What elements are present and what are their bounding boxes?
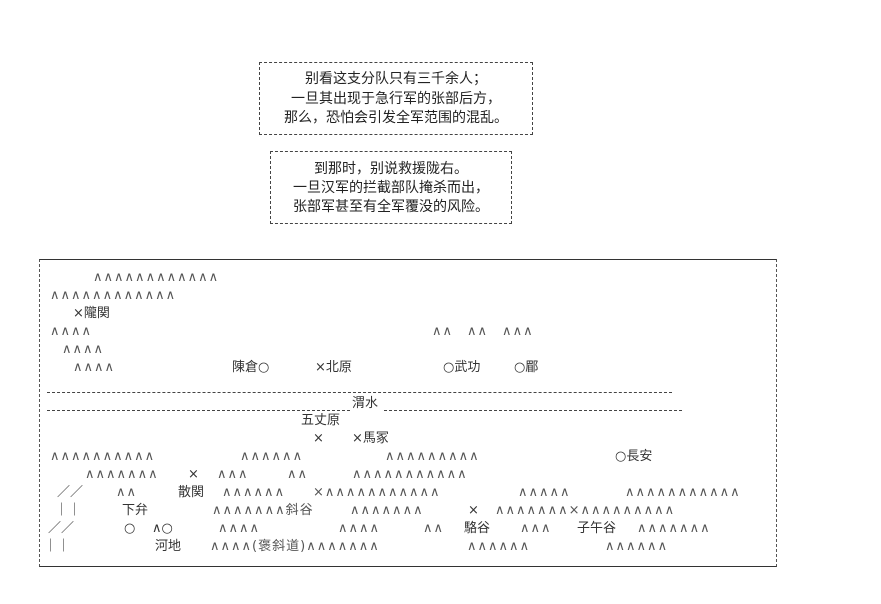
mountains: ∧∧∧∧∧∧∧∧∧∧∧ — [625, 485, 741, 500]
dialog-box-1: 别看这支分队只有三千余人； 一旦其出现于急行军的张部后方， 那么，恐怕会引发全军… — [259, 62, 533, 135]
dialog-line: 张部军甚至有全军覆没的风险。 — [293, 199, 489, 215]
label-xiegu: ∧∧∧∧∧∧∧斜谷 — [212, 503, 314, 518]
mountains: ∧∧ — [423, 521, 445, 536]
mountains: ∧∧∧∧∧∧∧ — [637, 521, 711, 536]
dialog-box-2: 到那时，别说救援陇右。 一旦汉军的拦截部队掩杀而出， 张部军甚至有全军覆没的风险… — [270, 151, 512, 224]
city-mark: ○ — [124, 521, 136, 536]
road-mark: ／／ — [48, 521, 75, 536]
label-baoxiedao: ∧∧∧∧(褒斜道)∧∧∧∧∧∧∧ — [210, 539, 380, 554]
mountains: ∧∧∧∧∧∧∧ — [85, 467, 159, 482]
mountains: ∧∧∧∧∧∧∧×∧∧∧∧∧∧∧∧∧ — [495, 503, 676, 518]
mountains: ∧∧∧∧∧∧∧∧∧∧ — [50, 449, 156, 464]
battle-mark: × — [468, 503, 479, 518]
river-line-top — [47, 392, 672, 393]
dialog-line: 那么，恐怕会引发全军范围的混乱。 — [284, 110, 508, 126]
mountains: ∧∧∧∧∧∧∧∧∧∧∧∧ — [93, 270, 220, 285]
dialog-line: 一旦其出现于急行军的张部后方， — [291, 91, 501, 107]
mountains: ∧∧ — [287, 467, 309, 482]
mountains: ∧∧∧∧ — [62, 342, 105, 357]
mountains: ∧∧ — [116, 485, 138, 500]
label-chencang: 陳倉○ — [232, 360, 270, 375]
road-mark: ／／ — [57, 485, 84, 500]
label-xiabian: 下弁 — [122, 503, 149, 518]
mountains: ∧∧∧∧∧∧ — [605, 539, 669, 554]
label-sanguan: 散関 — [178, 485, 205, 500]
mountains: ∧∧∧∧ — [218, 521, 261, 536]
mountains: ∧∧∧∧∧ — [518, 485, 571, 500]
mountains: ∧∧∧∧∧∧ — [222, 485, 286, 500]
mountains: ∧∧∧∧∧∧∧∧∧∧∧ — [352, 467, 468, 482]
label-changan: ○長安 — [615, 449, 653, 464]
mountains: ∧∧∧∧∧∧∧∧∧∧∧∧ — [50, 288, 177, 303]
dialog-line: 别看这支分队只有三千余人； — [305, 71, 487, 87]
mountains: ∧∧∧∧ — [338, 521, 381, 536]
city-mark: ∧○ — [152, 521, 173, 536]
mountains: ∧∧∧∧∧∧∧ — [350, 503, 424, 518]
road-mark: ｜｜ — [44, 539, 71, 554]
mountains: ∧∧∧∧∧∧∧∧∧ — [385, 449, 480, 464]
mountains: ×∧∧∧∧∧∧∧∧∧∧∧ — [313, 485, 441, 500]
mountains: ∧∧ ∧∧ ∧∧∧ — [432, 324, 534, 339]
road-mark: ｜｜ — [55, 503, 82, 518]
river-line-bottom-left — [47, 410, 350, 411]
label-mei: ○郿 — [514, 360, 539, 375]
dialog-line: 一旦汉军的拦截部队掩杀而出， — [293, 180, 489, 196]
label-hedi: 河地 — [155, 539, 182, 554]
mountains: ∧∧∧∧∧∧ — [240, 449, 304, 464]
label-weishui: 渭水 — [352, 396, 379, 411]
map-frame — [39, 259, 777, 567]
battle-mark: × — [188, 467, 199, 482]
river-line-bottom-right — [384, 410, 682, 411]
mountains: ∧∧∧∧∧∧ — [467, 539, 531, 554]
mountains: ∧∧∧∧ — [50, 324, 93, 339]
mountains: ∧∧∧∧ — [73, 360, 116, 375]
battle-mark: × — [313, 431, 324, 446]
label-wugong: ○武功 — [443, 360, 481, 375]
label-wuzhangyuan: 五丈原 — [301, 413, 341, 428]
label-ziwugu: 子午谷 — [577, 521, 617, 536]
mountains: ∧∧∧ — [217, 467, 249, 482]
label-luogu: 駱谷 — [464, 521, 491, 536]
mountains: ∧∧∧ — [520, 521, 552, 536]
dialog-line: 到那时，别说救援陇右。 — [314, 161, 468, 177]
label-longguan: ×隴関 — [73, 306, 110, 321]
label-beiyuan: ×北原 — [315, 360, 352, 375]
label-mazhong: ×馬冢 — [352, 431, 389, 446]
